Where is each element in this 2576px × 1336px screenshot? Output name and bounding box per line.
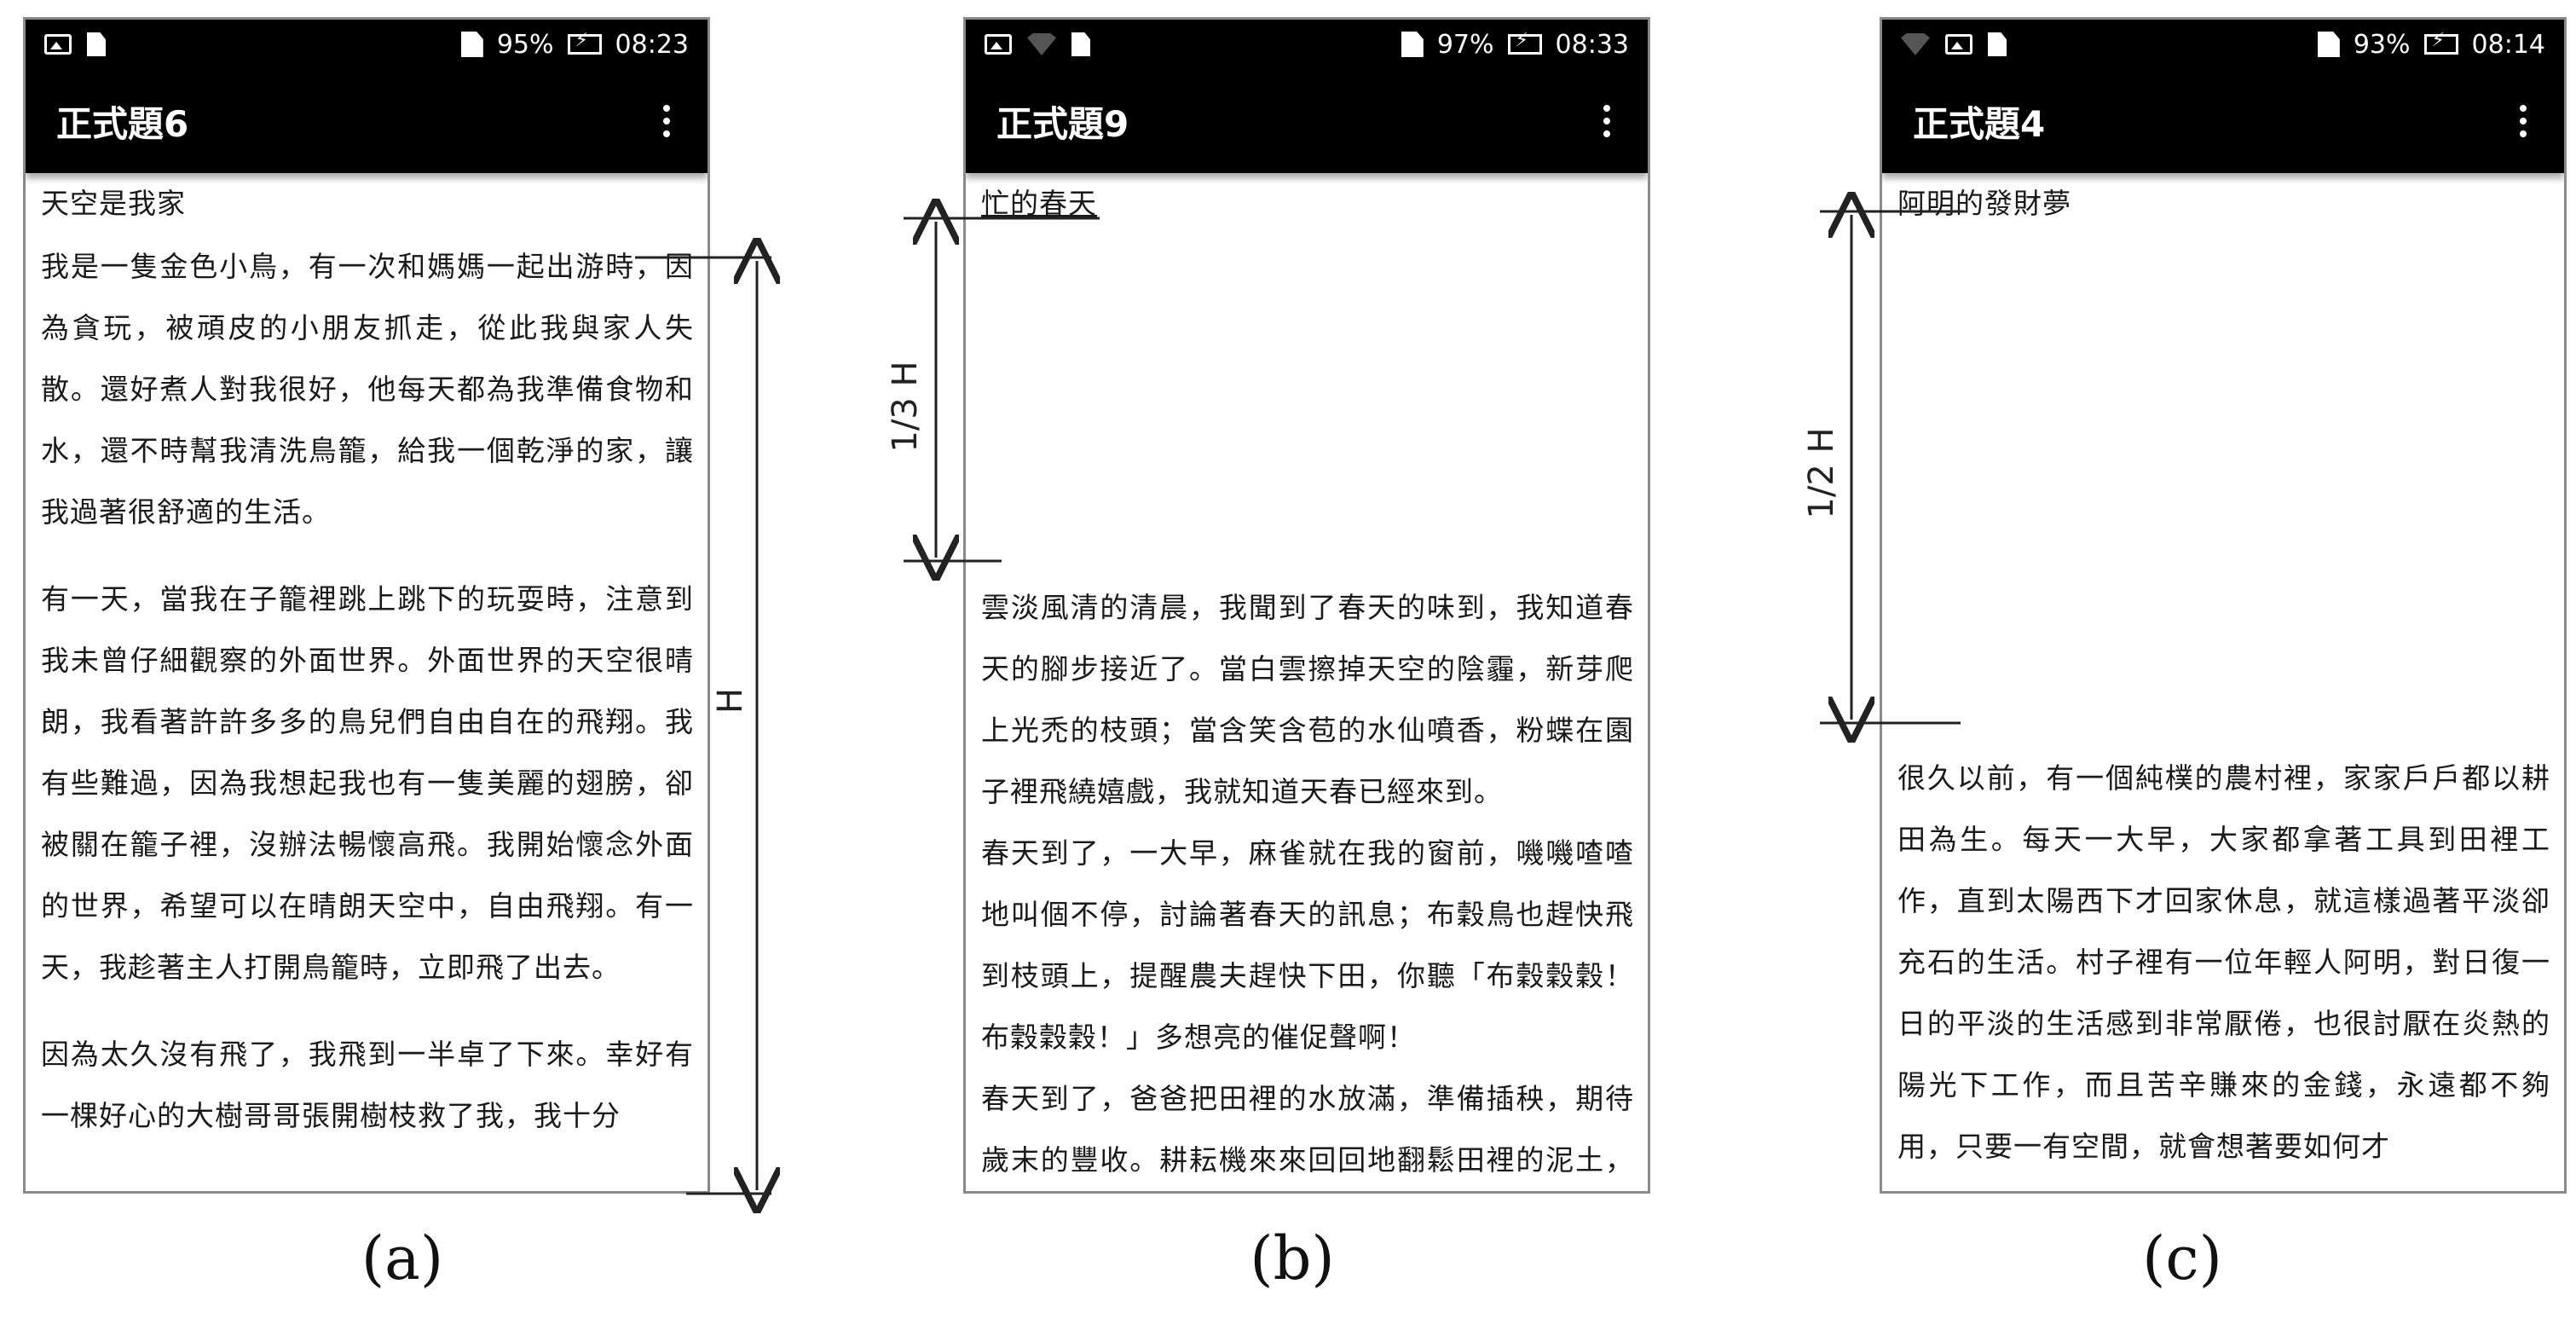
battery-percent: 97% [1436, 29, 1494, 60]
caption-b: (b) [1250, 1223, 1335, 1293]
file-icon [1071, 32, 1090, 56]
wifi-off-icon [1027, 33, 1056, 55]
image-icon [44, 34, 72, 55]
page-title: 正式題4 [1913, 102, 2046, 145]
battery-charging-icon [567, 30, 602, 55]
story-title: 阿明的發財夢 [1897, 187, 2071, 220]
battery-percent: 95% [496, 29, 554, 60]
height-label: 1/2 H [1802, 427, 1841, 518]
caption-c: (c) [2142, 1223, 2222, 1293]
status-bar: 95% 08:23 [26, 20, 708, 69]
overflow-menu-icon[interactable] [2513, 105, 2533, 137]
page-title: 正式題9 [996, 102, 1129, 145]
app-toolbar: 正式題9 [966, 69, 1648, 173]
status-bar: 97% 08:33 [966, 20, 1648, 69]
story-content[interactable]: 阿明的發財夢 很久以前，有一個純樸的農村裡，家家戶戶都以耕田為生。每天一大早，大… [1882, 173, 2564, 1177]
overflow-menu-icon[interactable] [656, 105, 677, 137]
story-paragraph: 因為太久沒有飛了，我飛到一半卓了下來。幸好有一棵好心的大樹哥哥張開樹枝救了我，我… [41, 1038, 694, 1132]
story-paragraph: 春天到了，一大早，麻雀就在我的窗前，嘰嘰喳喳地叫個不停，討論著春天的訊息；布穀鳥… [981, 836, 1634, 1054]
clock: 08:14 [2471, 29, 2545, 60]
page-title: 正式題6 [56, 102, 189, 145]
sim-icon [2317, 32, 2340, 57]
height-label: H [711, 688, 750, 714]
wifi-off-icon [1901, 33, 1930, 55]
caption-a: (a) [361, 1223, 444, 1293]
file-icon [1988, 32, 2007, 56]
sim-icon [460, 32, 483, 57]
phone-screenshot-a: 95% 08:23 正式題6 天空是我家 我是一隻金色小鳥，有一次和媽媽一起出游… [23, 17, 710, 1194]
battery-percent: 93% [2353, 29, 2411, 60]
sim-icon [1401, 32, 1424, 57]
height-label: 1/3 H [886, 361, 925, 452]
phone-screenshot-c: 93% 08:14 正式題4 阿明的發財夢 很久以前，有一個純樸的農村裡，家家戶… [1880, 17, 2567, 1194]
story-paragraph: 很久以前，有一個純樸的農村裡，家家戶戶都以耕田為生。每天一大早，大家都拿著工具到… [1897, 761, 2550, 1163]
blank-offset-area [1897, 236, 2550, 748]
overflow-menu-icon[interactable] [1597, 105, 1617, 137]
story-title: 忙的春天 [981, 187, 1097, 220]
image-icon [985, 34, 1012, 55]
status-bar: 93% 08:14 [1882, 20, 2564, 69]
story-paragraph: 雲淡風清的清晨，我聞到了春天的味到，我知道春天的腳步接近了。當白雲擦掉天空的陰霾… [981, 591, 1634, 808]
story-title: 天空是我家 [41, 187, 186, 220]
app-toolbar: 正式題6 [26, 69, 708, 173]
blank-offset-area [981, 236, 1634, 577]
file-icon [87, 32, 106, 56]
story-paragraph: 我是一隻金色小鳥，有一次和媽媽一起出游時，因為貪玩，被頑皮的小朋友抓走，從此我與… [41, 250, 694, 529]
battery-charging-icon [1507, 30, 1542, 55]
image-icon [1945, 34, 1972, 55]
app-toolbar: 正式題4 [1882, 69, 2564, 173]
phone-screenshot-b: 97% 08:33 正式題9 忙的春天 雲淡風清的清晨，我聞到了春天的味到，我知… [963, 17, 1650, 1194]
story-paragraph: 春天到了，爸爸把田裡的水放滿，準備插秧，期待歲末的豐收。耕耘機來來回回地翻鬆田裡… [981, 1082, 1634, 1177]
battery-charging-icon [2423, 30, 2458, 55]
clock: 08:33 [1555, 29, 1629, 60]
story-paragraph: 有一天，當我在子籠裡跳上跳下的玩耍時，注意到我未曾仔細觀察的外面世界。外面世界的… [41, 582, 694, 984]
story-content[interactable]: 忙的春天 雲淡風清的清晨，我聞到了春天的味到，我知道春天的腳步接近了。當白雲擦掉… [966, 173, 1648, 1191]
story-content[interactable]: 天空是我家 我是一隻金色小鳥，有一次和媽媽一起出游時，因為貪玩，被頑皮的小朋友抓… [26, 173, 708, 1147]
clock: 08:23 [615, 29, 689, 60]
